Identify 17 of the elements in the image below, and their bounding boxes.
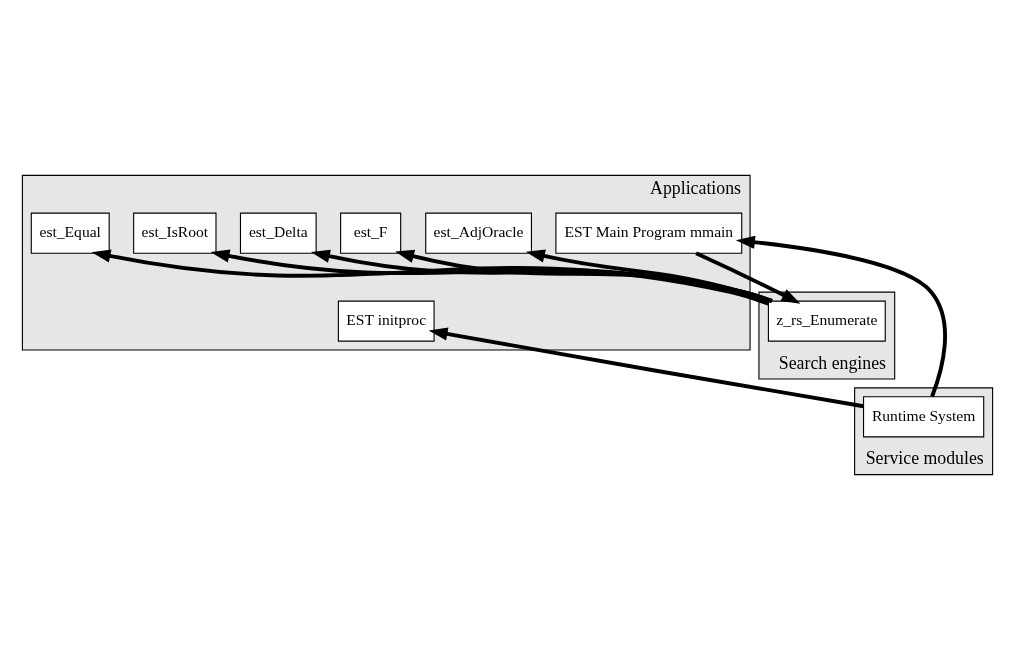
arrow	[210, 249, 773, 303]
arrow	[735, 235, 947, 398]
arrow	[310, 249, 773, 303]
arrow	[525, 249, 771, 303]
node-box: est_Delta	[239, 212, 317, 254]
node-box: est_Equal	[30, 212, 110, 254]
arrow	[395, 249, 772, 303]
node-box: est_IsRoot	[133, 212, 217, 254]
arrow	[428, 327, 864, 409]
arrow	[91, 249, 769, 306]
node-box: est_AdjOracle	[425, 212, 532, 254]
node-box: Runtime System	[863, 396, 985, 438]
node-box: EST initproc	[337, 300, 435, 342]
node-box: EST Main Program mmain	[555, 212, 743, 254]
node-box: est_F	[340, 212, 402, 254]
node-box: z_rs_Enumerate	[767, 300, 886, 342]
arrow	[695, 251, 801, 304]
